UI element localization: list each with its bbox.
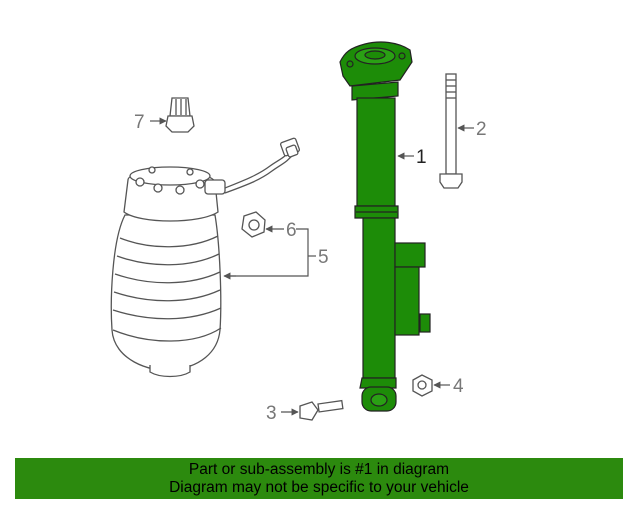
- leader-5-bracket: [228, 228, 309, 277]
- banner-line-2: Diagram may not be specific to your vehi…: [169, 478, 469, 496]
- callout-4: 4: [453, 376, 464, 397]
- air-spring-assembly: [110, 137, 300, 378]
- callout-3: 3: [266, 403, 277, 424]
- banner-line-1: Part or sub-assembly is #1 in diagram: [188, 460, 450, 478]
- nut-part-4: [412, 374, 433, 397]
- nut-part-6: [241, 211, 266, 238]
- callout-2: 2: [476, 119, 487, 140]
- shock-absorber-part-1: [339, 41, 431, 412]
- callout-7: 7: [134, 112, 145, 133]
- cap-part-7: [165, 97, 195, 133]
- info-banner: Part or sub-assembly is #1 in diagram Di…: [15, 458, 623, 499]
- callout-6: 6: [286, 220, 297, 241]
- leader-lines: [150, 117, 474, 416]
- bolt-part-2: [439, 73, 463, 189]
- bolt-part-3: [299, 399, 344, 421]
- callout-1: 1: [416, 147, 427, 168]
- parts-diagram: 1 2 3 4 5 6 7: [110, 41, 487, 424]
- callout-5: 5: [318, 247, 329, 268]
